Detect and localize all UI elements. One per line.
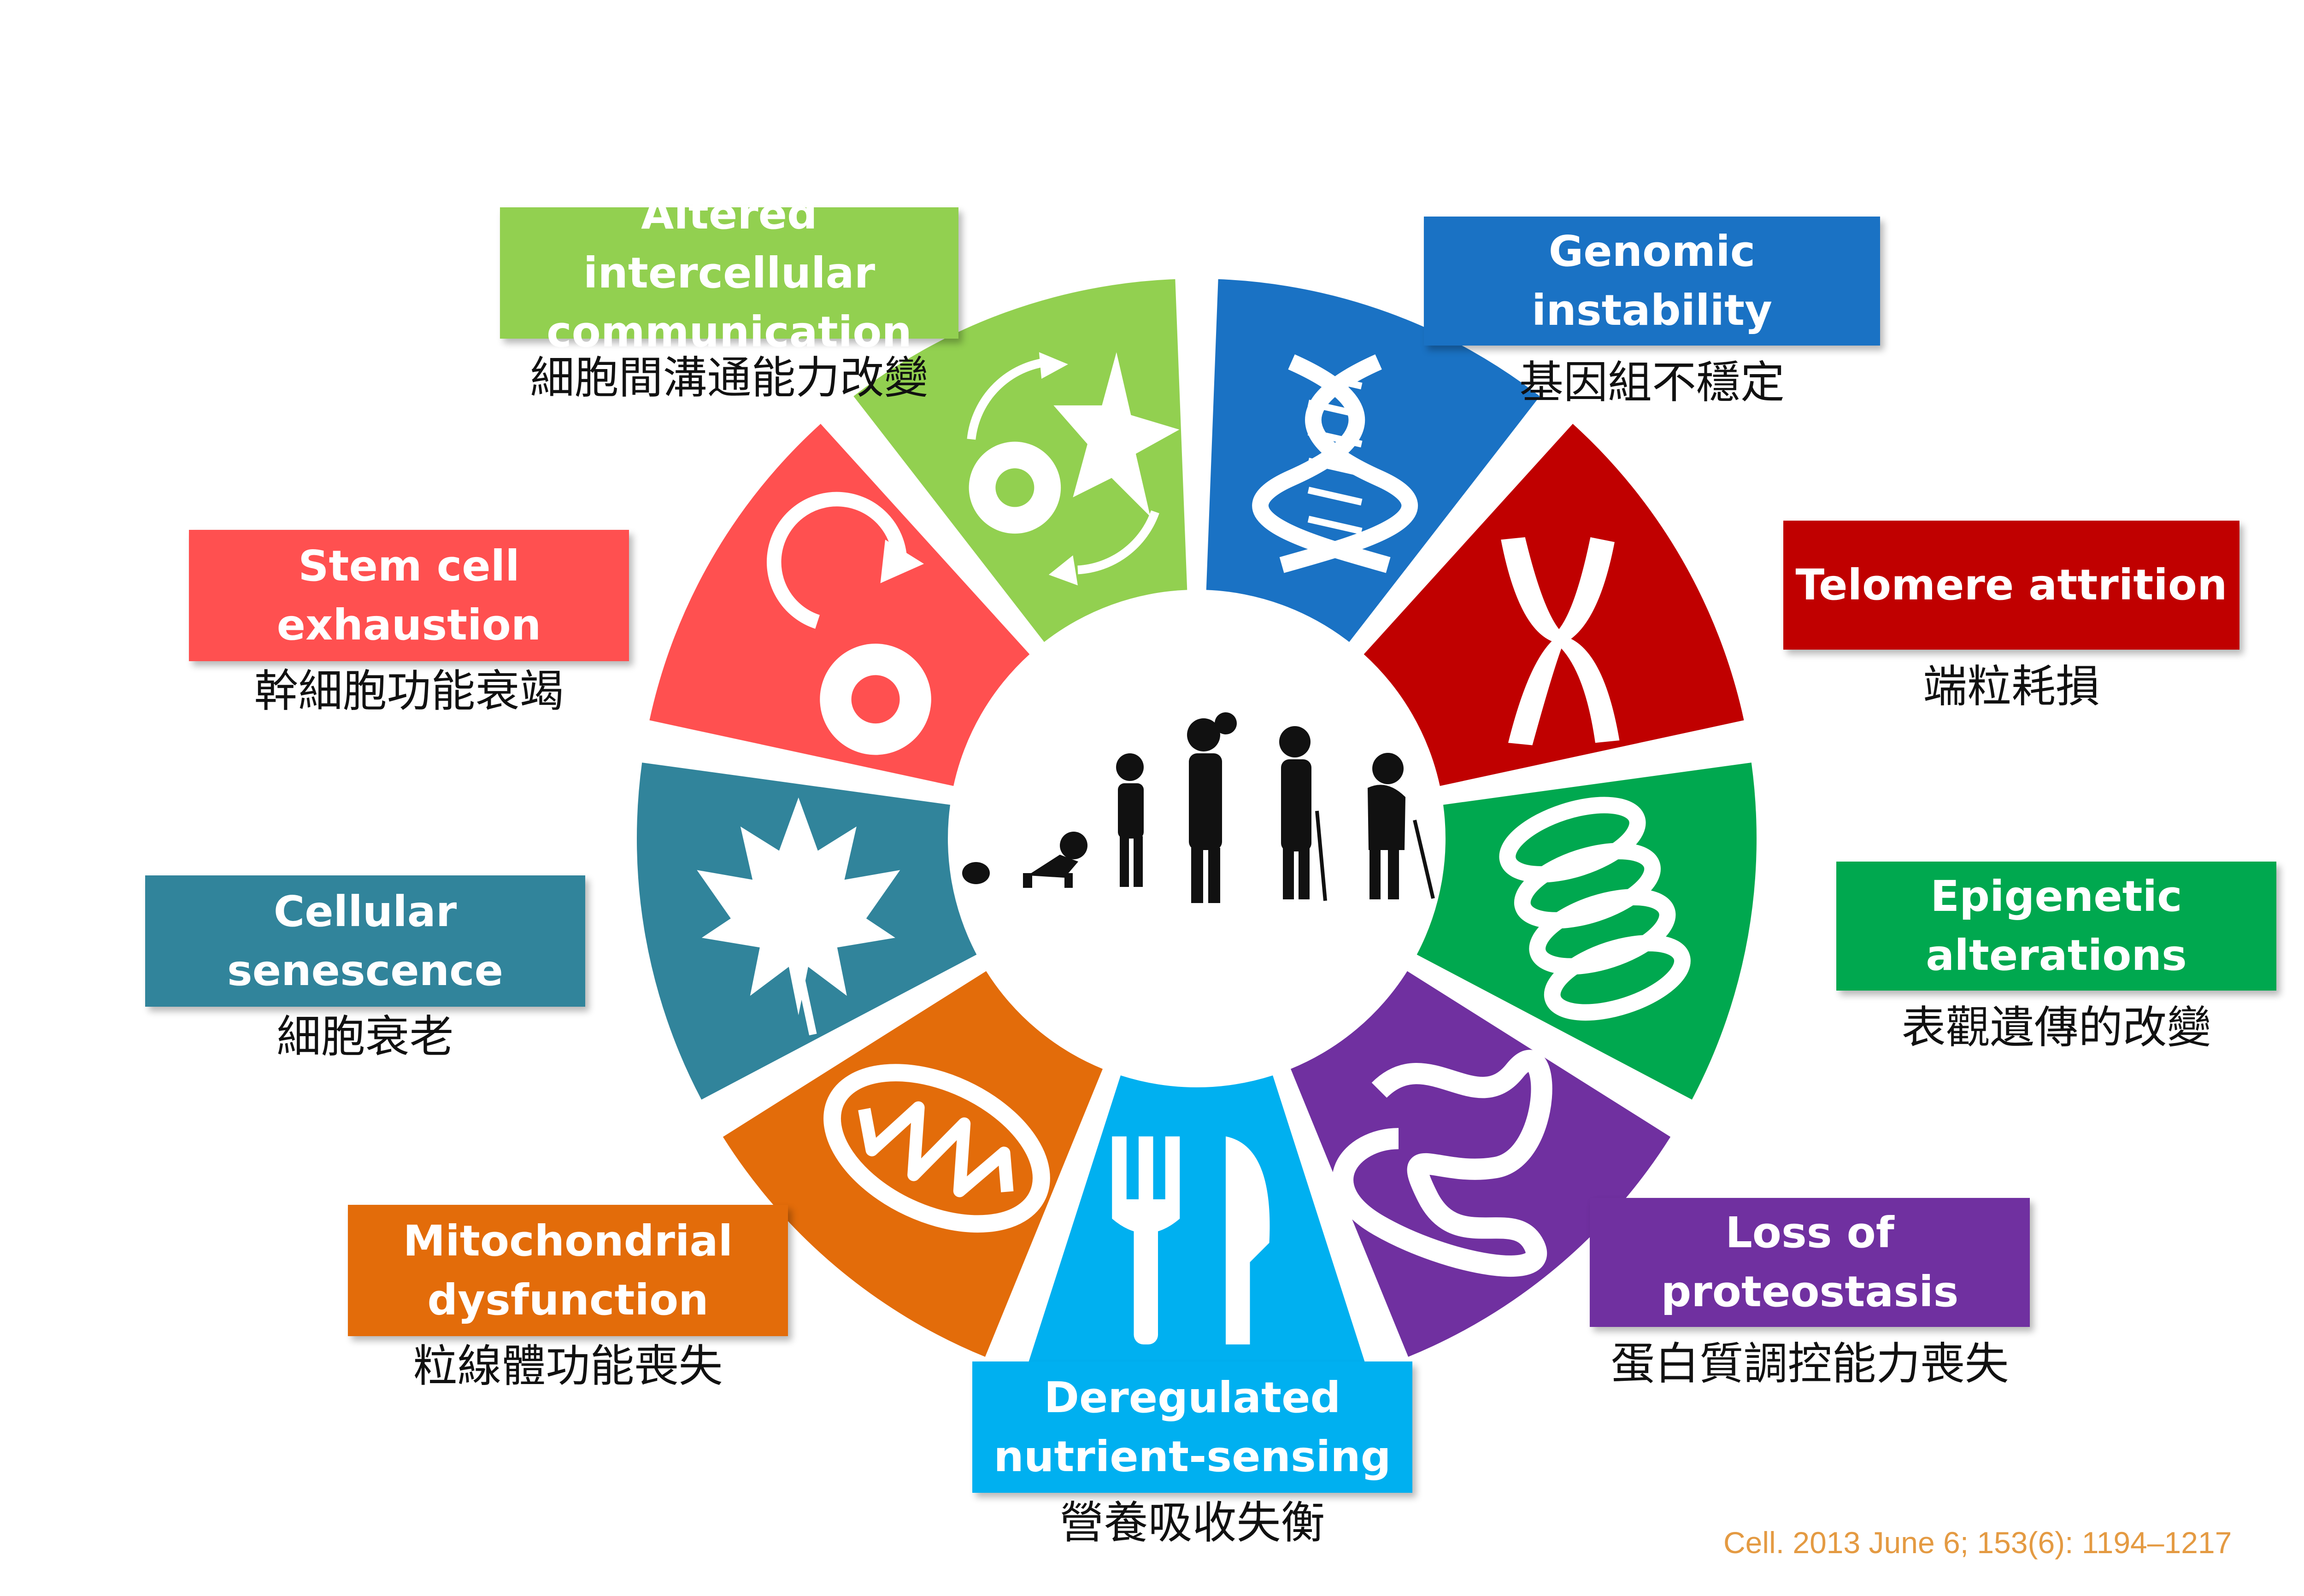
aging-silhouettes-icon — [962, 712, 1435, 903]
card-label-cn: 蛋白質調控能力喪失 — [1610, 1338, 2009, 1390]
dna-icon — [1252, 354, 1418, 573]
chromatin-coil-icon — [1499, 797, 1691, 1021]
card-epigenetic-alterations: Epigenetic alterations — [1836, 862, 2276, 991]
card-label-cn: 細胞衰老 — [276, 1011, 454, 1062]
card-label-cn: 基因組不穩定 — [1519, 357, 1785, 408]
segment-stem-cell-exhaustion — [649, 423, 1030, 786]
card-mitochondrial-dysfunction: Mitochondrial dysfunction — [348, 1205, 788, 1336]
card-label-cn: 表觀遺傳的改變 — [1901, 1002, 2211, 1053]
stem-cell-icon — [767, 492, 931, 755]
segment-deregulated-nutrient-sensing — [1025, 1075, 1368, 1399]
citation: Cell. 2013 June 6; 153(6): 1194–1217 — [1723, 1526, 2232, 1560]
card-label: Mitochondrial dysfunction — [403, 1216, 733, 1325]
maple-leaf-icon — [697, 797, 900, 1036]
wheel-icons — [697, 352, 1691, 1344]
card-label-cn: 細胞間溝通能力改變 — [530, 352, 929, 404]
card-label: Altered intercellular communication — [547, 189, 912, 357]
segment-telomere-attrition — [1364, 423, 1744, 786]
card-altered-intercellular-communication: Altered intercellular communication — [500, 189, 958, 357]
card-cellular-senescence: Cellular senescence — [145, 875, 585, 1007]
chromosome-icon — [1501, 537, 1620, 745]
card-label-cn: 營養吸收失衡 — [1059, 1497, 1325, 1549]
card-label: Deregulated nutrient-sensing — [993, 1373, 1391, 1481]
card-label: Epigenetic alterations — [1926, 872, 2187, 980]
card-label-cn: 端粒耗損 — [1923, 661, 2100, 712]
card-genomic-instability: Genomic instability — [1424, 217, 1880, 346]
card-label: Telomere attrition — [1795, 560, 2228, 610]
card-label-cn: 粒線體功能喪失 — [413, 1340, 723, 1392]
card-telomere-attrition: Telomere attrition — [1783, 521, 2239, 650]
wheel-segments — [636, 279, 1757, 1399]
mitochondrion-icon — [823, 1064, 1050, 1233]
cell-communication-icon — [967, 352, 1180, 586]
card-loss-of-proteostasis: Loss of proteostasis — [1590, 1198, 2030, 1327]
card-label: Stem cell exhaustion — [276, 541, 541, 650]
card-label: Cellular senescence — [227, 886, 504, 995]
card-stem-cell-exhaustion: Stem cell exhaustion — [189, 530, 629, 661]
folded-protein-icon — [1332, 1050, 1552, 1277]
fork-knife-icon — [1112, 1136, 1270, 1344]
card-label: Genomic instability — [1531, 227, 1773, 335]
card-label: Loss of proteostasis — [1661, 1208, 1959, 1316]
card-deregulated-nutrient-sensing: Deregulated nutrient-sensing — [972, 1361, 1412, 1493]
card-label-cn: 幹細胞功能衰竭 — [254, 665, 564, 717]
